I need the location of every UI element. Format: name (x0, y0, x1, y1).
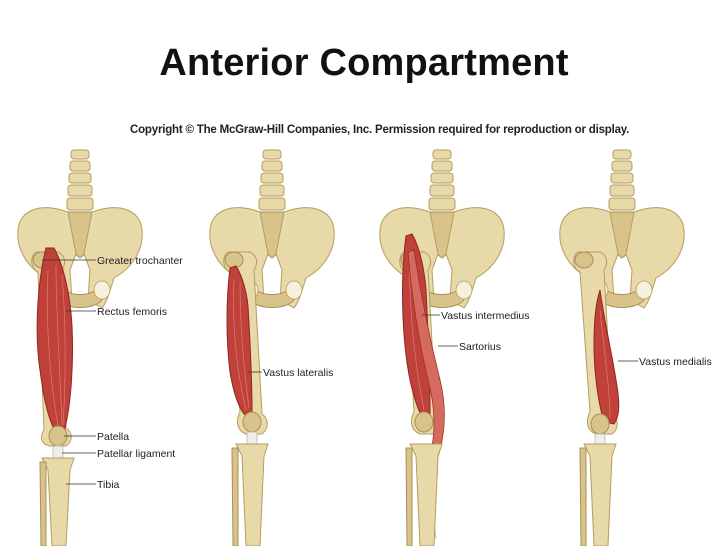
copyright-notice: Copyright © The McGraw-Hill Companies, I… (130, 124, 630, 136)
panel-vastus-lateralis: Vastus lateralis (209, 149, 335, 546)
label-patella: Patella (97, 431, 129, 443)
label-greater-trochanter: Greater trochanter (97, 255, 183, 267)
label-sartorius: Sartorius (459, 341, 501, 353)
label-tibia: Tibia (97, 479, 120, 491)
panel-rectus-femoris: Greater trochanter Rectus femoris Patell… (17, 149, 183, 546)
label-patellar-ligament: Patellar ligament (97, 448, 175, 460)
vastus-medialis-muscle (593, 289, 620, 425)
slide-title: Anterior Compartment (159, 42, 569, 84)
tibia (41, 457, 75, 546)
anterior-thigh-figure: Greater trochanter Rectus femoris Patell… (0, 140, 728, 546)
label-rectus-femoris: Rectus femoris (97, 306, 167, 318)
panel-vastus-intermedius-sartorius: Vastus intermedius Sartorius (379, 149, 530, 546)
label-vastus-medialis: Vastus medialis (639, 356, 712, 368)
label-vastus-intermedius: Vastus intermedius (441, 310, 530, 322)
label-vastus-lateralis: Vastus lateralis (263, 367, 333, 379)
panel-vastus-medialis: Vastus medialis (559, 149, 712, 546)
